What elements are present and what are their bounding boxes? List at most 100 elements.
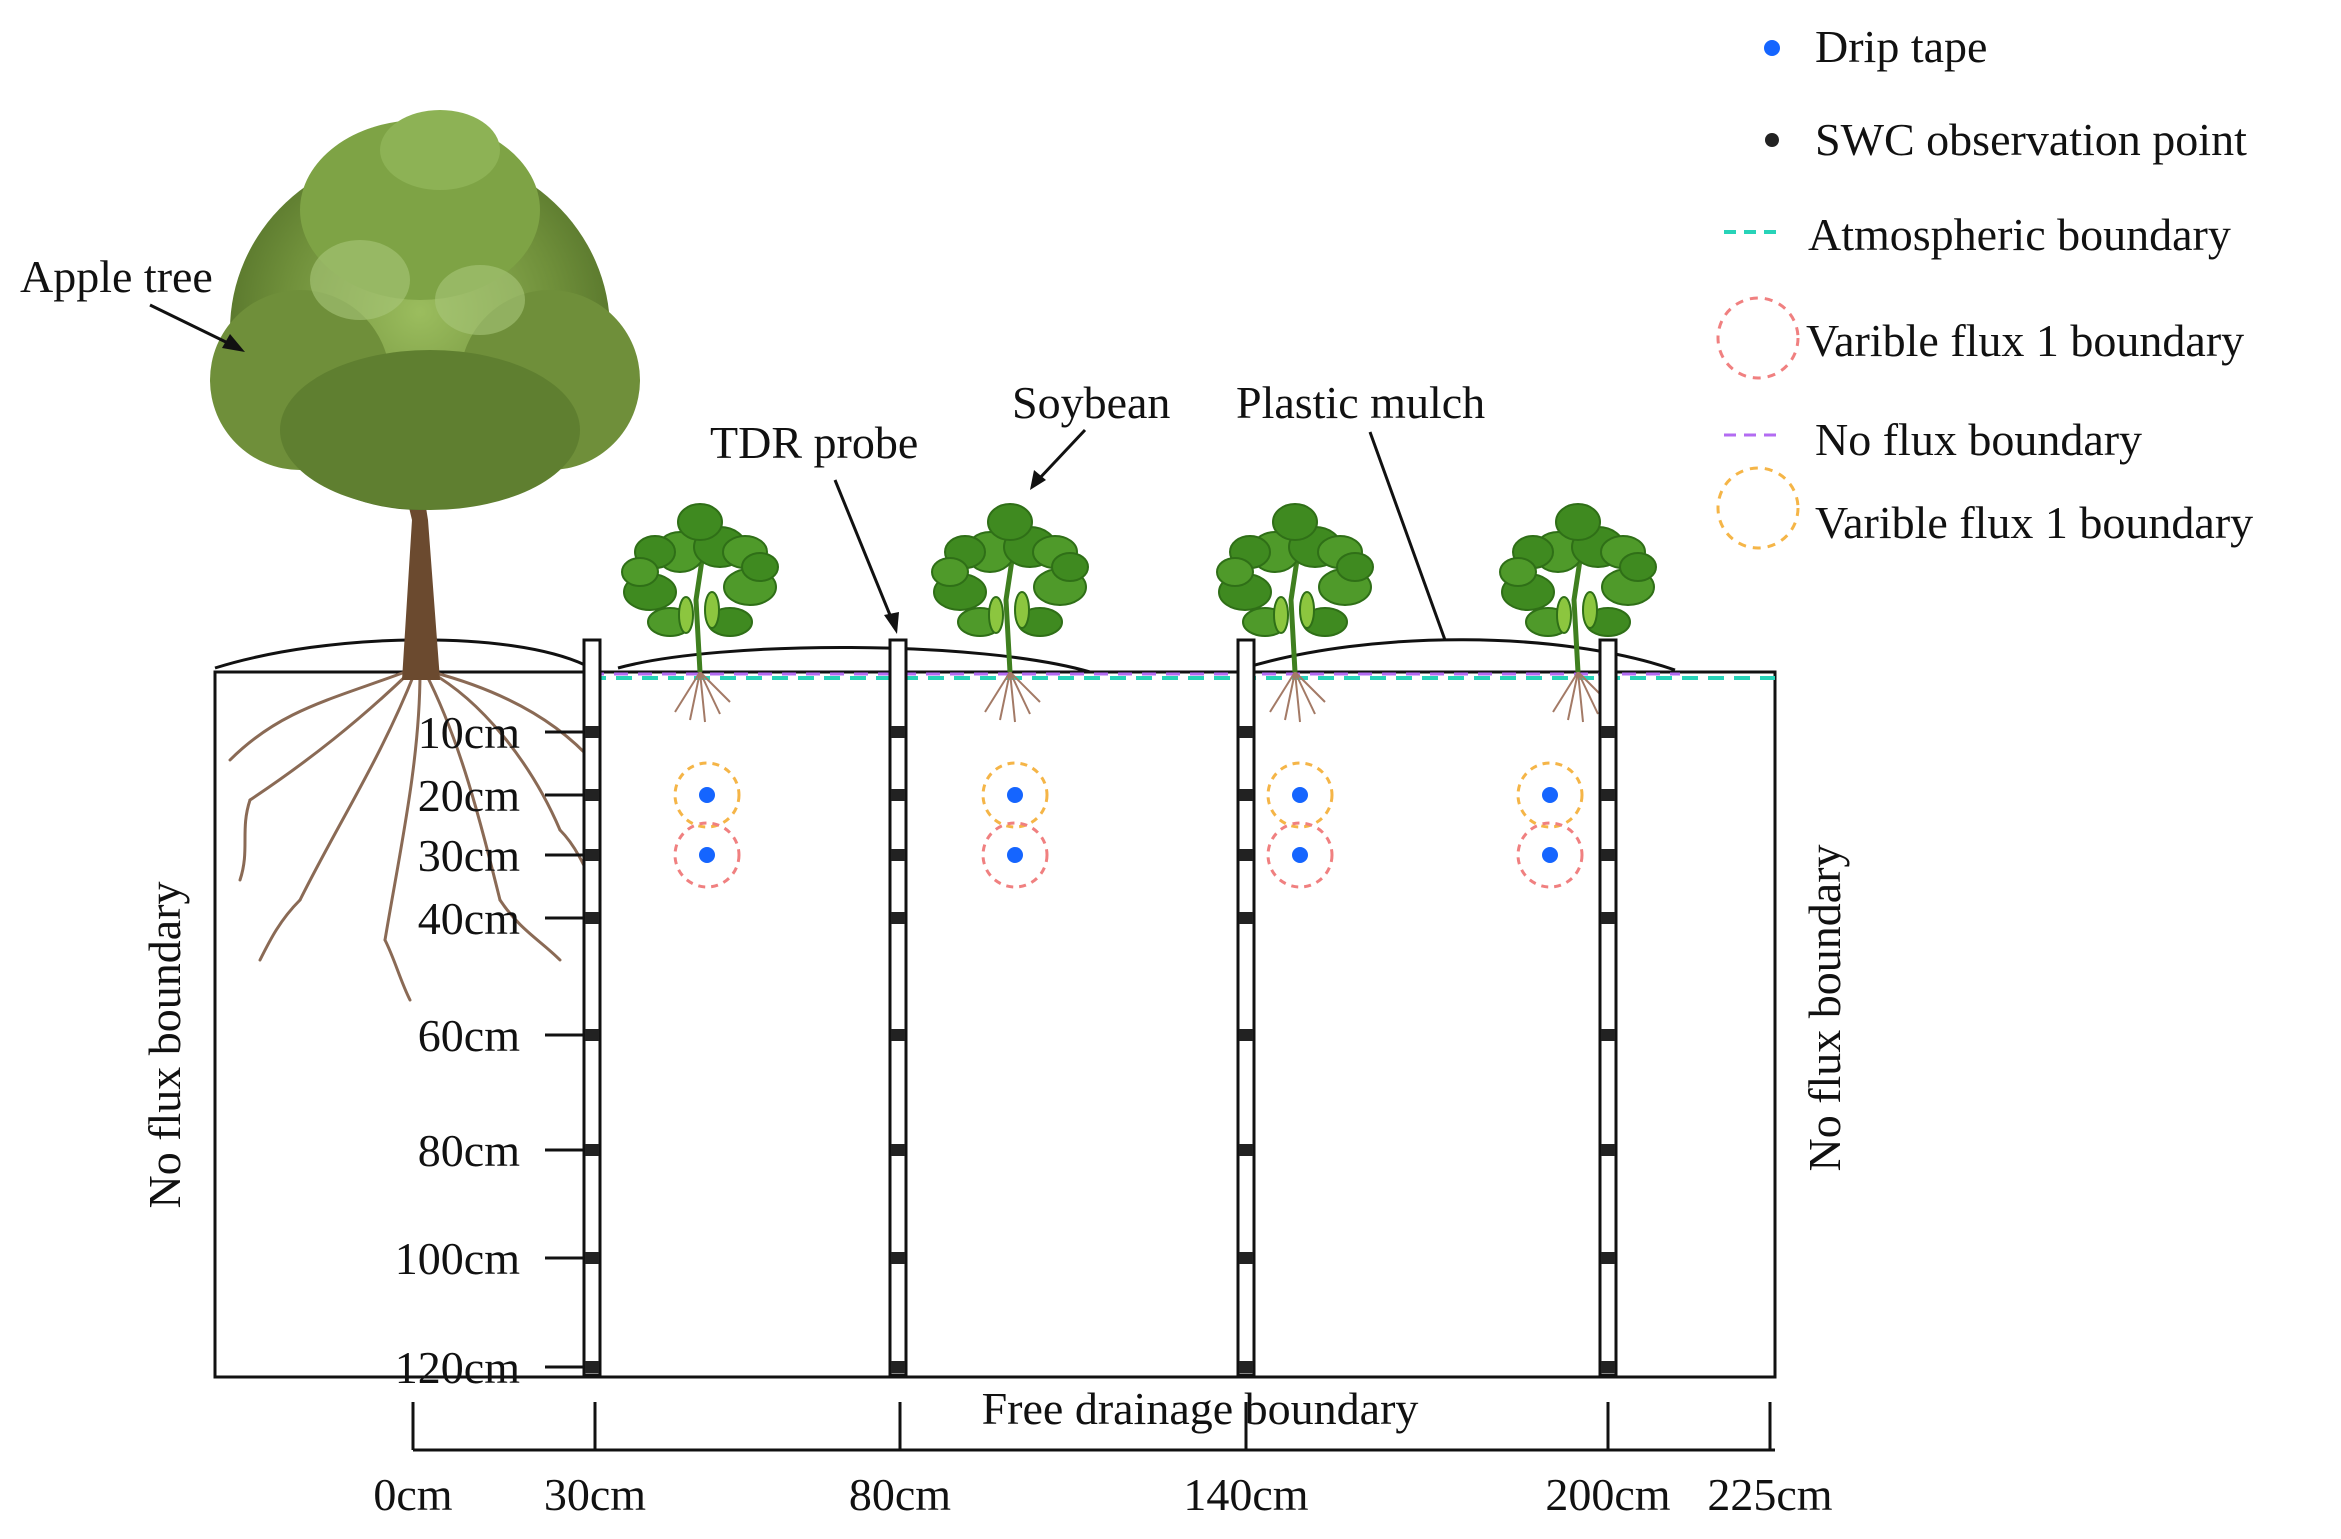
swc-observation-point (585, 849, 599, 861)
distance-label: 200cm (1545, 1469, 1670, 1520)
distance-label: 225cm (1707, 1469, 1832, 1520)
legend-swc-marker (1765, 133, 1779, 147)
swc-observation-point (1239, 726, 1253, 738)
depth-label: 80cm (418, 1125, 520, 1176)
distance-label: 30cm (544, 1469, 646, 1520)
legend-vf-red-label: Varible flux 1 boundary (1806, 315, 2244, 366)
swc-observation-point (1601, 1144, 1615, 1156)
swc-observation-point (585, 1029, 599, 1041)
drip-tape-point (1292, 847, 1308, 863)
tdr-probes (582, 638, 1618, 1377)
swc-observation-point (585, 726, 599, 738)
tdr-probe (582, 638, 602, 1377)
apple-tree-arrow (149, 303, 233, 347)
distance-label: 140cm (1183, 1469, 1308, 1520)
depth-label: 10cm (418, 707, 520, 758)
swc-observation-point (1239, 789, 1253, 801)
swc-observation-point (1239, 1029, 1253, 1041)
variable-flux-orange-circle (1516, 761, 1584, 829)
swc-observation-point (585, 1361, 599, 1373)
swc-observation-point (585, 912, 599, 924)
swc-observation-point (891, 849, 905, 861)
swc-observation-point (891, 912, 905, 924)
variable-flux-orange-circle (673, 761, 741, 829)
swc-observation-point (1601, 1029, 1615, 1041)
legend-atm-label: Atmospheric boundary (1808, 209, 2231, 260)
drip-tape-point (1542, 847, 1558, 863)
legend-noflux-label: No flux boundary (1815, 414, 2142, 465)
swc-observation-point (585, 1252, 599, 1264)
swc-observation-point (891, 1252, 905, 1264)
swc-observation-point (1239, 849, 1253, 861)
depth-axis: 10cm 20cm 30cm 40cm 60cm 80cm 100cm 120cm (395, 707, 585, 1393)
plastic-mulch-arrow (1368, 431, 1447, 641)
swc-observation-point (891, 726, 905, 738)
swc-observation-point (891, 1029, 905, 1041)
variable-flux-red-circle (981, 821, 1049, 889)
bottom-boundary-label: Free drainage boundary (982, 1383, 1419, 1434)
tdr-probe-arrow (833, 479, 894, 621)
depth-label: 60cm (418, 1010, 520, 1061)
swc-observation-point (1601, 1361, 1615, 1373)
tree-canopy (210, 110, 640, 510)
drip-tape-point (1542, 787, 1558, 803)
tdr-probe (1236, 638, 1256, 1377)
legend: Drip tape SWC observation point Atmosphe… (1716, 21, 2253, 550)
drip-tape-point (1007, 847, 1023, 863)
right-boundary-label: No flux boundary (1799, 844, 1850, 1171)
swc-observation-point (891, 789, 905, 801)
variable-flux-orange-circle (981, 761, 1049, 829)
soybean-label: Soybean (1012, 377, 1170, 428)
soybean-plant (1216, 503, 1374, 723)
depth-label: 20cm (418, 770, 520, 821)
drip-tape-points (673, 761, 1584, 889)
apple-tree-label: Apple tree (20, 251, 213, 302)
soybean-arrow (1036, 428, 1087, 482)
legend-vf-orange-label: Varible flux 1 boundary (1815, 497, 2253, 548)
drip-tape-point (1007, 787, 1023, 803)
soybean-plant (1499, 503, 1657, 723)
swc-observation-point (1601, 1252, 1615, 1264)
plastic-mulch-label: Plastic mulch (1236, 377, 1485, 428)
swc-observation-point (585, 1144, 599, 1156)
legend-vf-orange-marker (1716, 466, 1800, 550)
distance-axis: 0cm 30cm 80cm 140cm 200cm 225cm (373, 1402, 1833, 1520)
tree-roots (228, 670, 602, 1002)
tree-trunk (400, 470, 440, 680)
legend-drip-marker (1764, 40, 1780, 56)
swc-observation-point (1601, 789, 1615, 801)
tdr-probe-label: TDR probe (710, 417, 918, 468)
tdr-probe (888, 638, 908, 1377)
legend-vf-red-marker (1716, 296, 1800, 380)
swc-observation-point (891, 1361, 905, 1373)
variable-flux-orange-circle (1266, 761, 1334, 829)
left-boundary-label: No flux boundary (139, 881, 190, 1208)
drip-tape-point (699, 787, 715, 803)
legend-drip-label: Drip tape (1815, 21, 1987, 72)
swc-observation-point (1239, 1252, 1253, 1264)
depth-label: 40cm (418, 893, 520, 944)
tdr-probe (1598, 638, 1618, 1377)
distance-label: 0cm (373, 1469, 452, 1520)
variable-flux-red-circle (1266, 821, 1334, 889)
swc-observation-point (1239, 912, 1253, 924)
distance-label: 80cm (849, 1469, 951, 1520)
variable-flux-red-circle (673, 821, 741, 889)
swc-observation-point (891, 1144, 905, 1156)
legend-swc-label: SWC observation point (1815, 114, 2247, 165)
soil-domain (213, 670, 1777, 1379)
depth-label: 100cm (395, 1233, 520, 1284)
drip-tape-point (1292, 787, 1308, 803)
swc-observation-point (1239, 1361, 1253, 1373)
swc-observation-point (1239, 1144, 1253, 1156)
apple-tree (210, 110, 640, 1002)
soybean-plant (621, 503, 779, 723)
swc-observation-point (1601, 726, 1615, 738)
depth-label: 30cm (418, 830, 520, 881)
soybean-plants (621, 503, 1657, 723)
soybean-plant (931, 503, 1089, 723)
swc-observation-point (1601, 912, 1615, 924)
depth-label: 120cm (395, 1342, 520, 1393)
drip-tape-point (699, 847, 715, 863)
